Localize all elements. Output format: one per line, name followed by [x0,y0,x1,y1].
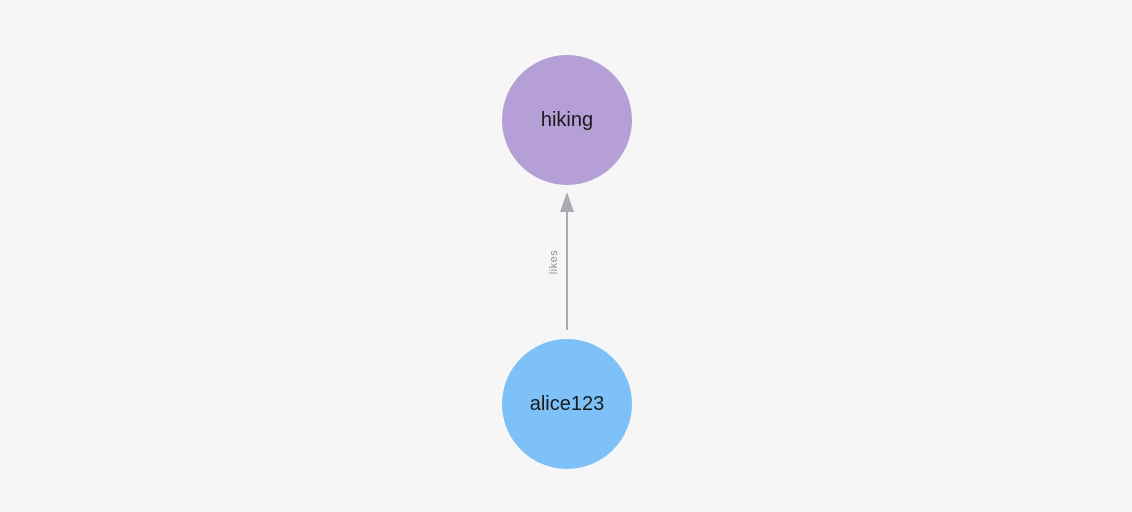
node-label-alice123: alice123 [529,393,605,415]
edge-line [566,211,568,330]
edge-label: likes [548,249,560,275]
graph-node-hiking[interactable]: hiking [502,55,632,185]
node-label-hiking: hiking [540,109,594,131]
arrow-up-icon [560,192,574,212]
graph-node-alice123[interactable]: alice123 [502,339,632,469]
